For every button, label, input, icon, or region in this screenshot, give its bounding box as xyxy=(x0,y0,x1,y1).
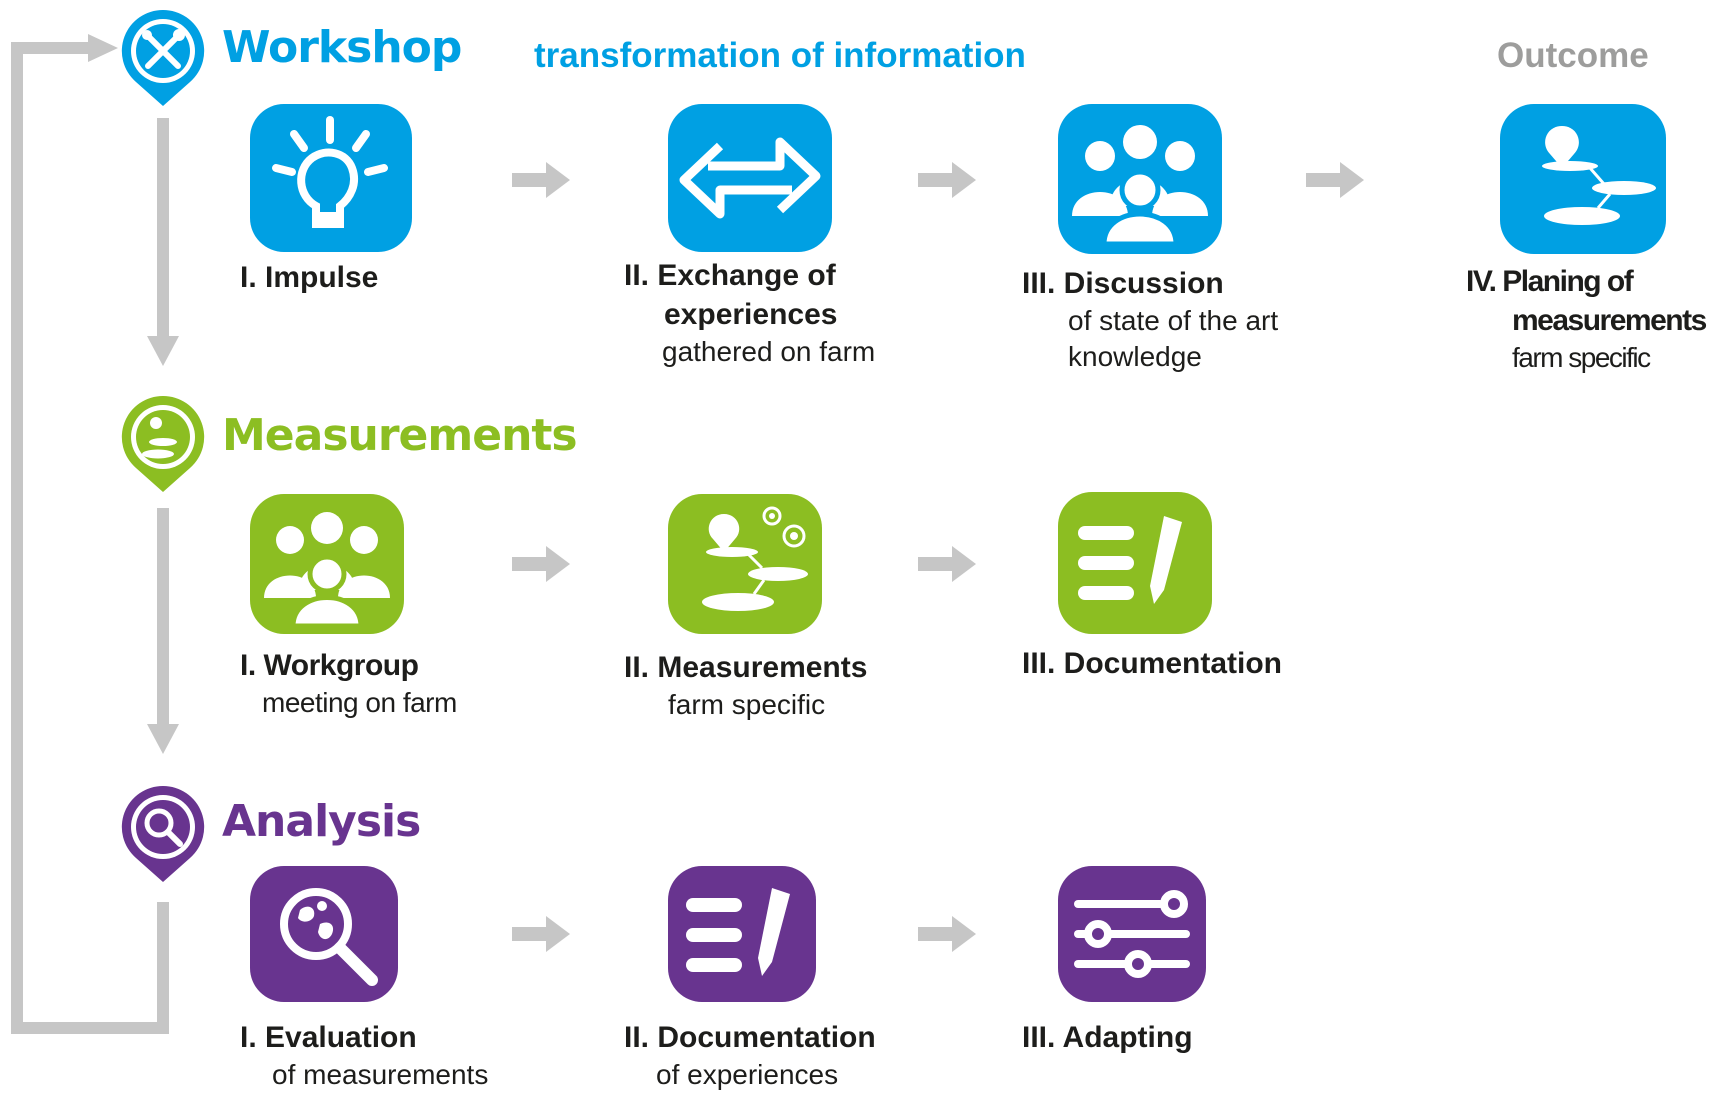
step-title: I. Workgroup xyxy=(240,649,419,682)
step-subtitle: meeting on farm xyxy=(262,687,457,718)
arrowhead-measurements-to-analysis xyxy=(147,724,179,754)
discussion-tile xyxy=(1058,104,1222,254)
sliders-icon xyxy=(1074,890,1190,978)
step-subtitle-line2: knowledge xyxy=(1068,341,1202,373)
arrow-evaluation-to-documentation xyxy=(512,916,570,952)
map-plan-icon xyxy=(1542,126,1656,225)
arrow-discussion-to-planning xyxy=(1306,162,1364,198)
header-outcome: Outcome xyxy=(1497,36,1649,75)
lightbulb-icon xyxy=(272,116,388,228)
step-documentation-label: III. Documentation xyxy=(1022,644,1282,683)
phase-title-analysis: Analysis xyxy=(222,796,421,847)
arrow-measurements-to-documentation xyxy=(918,546,976,582)
step-title-line2: experiences xyxy=(664,298,838,331)
arrow-workgroup-to-measurements xyxy=(512,546,570,582)
group-people-icon xyxy=(264,512,390,629)
analysis-pin-icon xyxy=(121,785,205,882)
adapting-tile xyxy=(1058,866,1206,1002)
phase-title-workshop: Workshop xyxy=(222,22,462,73)
step-title: II. Documentation xyxy=(624,1021,876,1054)
measurements-tile xyxy=(668,494,822,634)
step-measurements-label: II. Measurements farm specific xyxy=(624,648,867,723)
step-planning-label: IV. Planing of measurements farm specifi… xyxy=(1466,262,1707,376)
planning-tile xyxy=(1500,104,1666,254)
step-title: III. Adapting xyxy=(1022,1021,1193,1054)
arrow-exchange-to-discussion xyxy=(918,162,976,198)
evaluation-tile xyxy=(250,866,398,1002)
step-subtitle: farm specific xyxy=(668,689,826,720)
documentation-experiences-tile xyxy=(668,866,816,1002)
step-exchange-label: II. Exchange of experiences gathered on … xyxy=(624,256,875,370)
step-title: II. Exchange of xyxy=(624,259,836,292)
documentation-tile xyxy=(1058,492,1212,634)
step-title: IV. Planing of xyxy=(1466,265,1634,298)
step-title-line2: measurements xyxy=(1512,304,1707,337)
workgroup-tile xyxy=(250,494,404,634)
step-subtitle: of experiences xyxy=(656,1059,839,1090)
document-pen-icon xyxy=(1078,516,1182,604)
phase-title-measurements: Measurements xyxy=(222,410,578,461)
step-title: III. Documentation xyxy=(1022,647,1283,680)
step-title: I. Evaluation xyxy=(240,1021,417,1054)
feedback-loop-line xyxy=(11,42,169,1034)
group-people-icon xyxy=(1072,125,1208,247)
arrow-documentation-to-adapting xyxy=(918,916,976,952)
impulse-tile xyxy=(250,104,412,252)
step-workgroup-label: I. Workgroup meeting on farm xyxy=(240,646,457,721)
document-pen-icon xyxy=(686,888,790,976)
step-subtitle: of measurements xyxy=(272,1059,489,1090)
step-title: II. Measurements xyxy=(624,651,868,684)
step-subtitle: of state of the art xyxy=(1068,305,1279,336)
feedback-loop-arrowhead xyxy=(88,34,118,62)
magnifier-globe-icon xyxy=(280,888,378,986)
measurements-pin-icon xyxy=(121,395,205,492)
step-discussion-label: III. Discussion of state of the art know… xyxy=(1022,264,1278,376)
header-transformation: transformation of information xyxy=(534,36,1026,75)
step-adapting-label: III. Adapting xyxy=(1022,1018,1193,1057)
step-documentation-experiences-label: II. Documentation of experiences xyxy=(624,1018,876,1093)
step-title: III. Discussion xyxy=(1022,267,1224,300)
exchange-arrows-icon xyxy=(679,137,821,219)
map-gears-icon xyxy=(702,506,808,611)
arrow-impulse-to-exchange xyxy=(512,162,570,198)
step-impulse-label: I. Impulse xyxy=(240,258,378,297)
step-title: I. Impulse xyxy=(240,261,379,294)
step-evaluation-label: I. Evaluation of measurements xyxy=(240,1018,488,1093)
step-subtitle: gathered on farm xyxy=(662,336,876,367)
step-subtitle: farm specific xyxy=(1512,342,1651,373)
arrowhead-workshop-to-measurements xyxy=(147,336,179,366)
workshop-pin-icon xyxy=(121,9,205,106)
exchange-tile xyxy=(668,104,832,252)
